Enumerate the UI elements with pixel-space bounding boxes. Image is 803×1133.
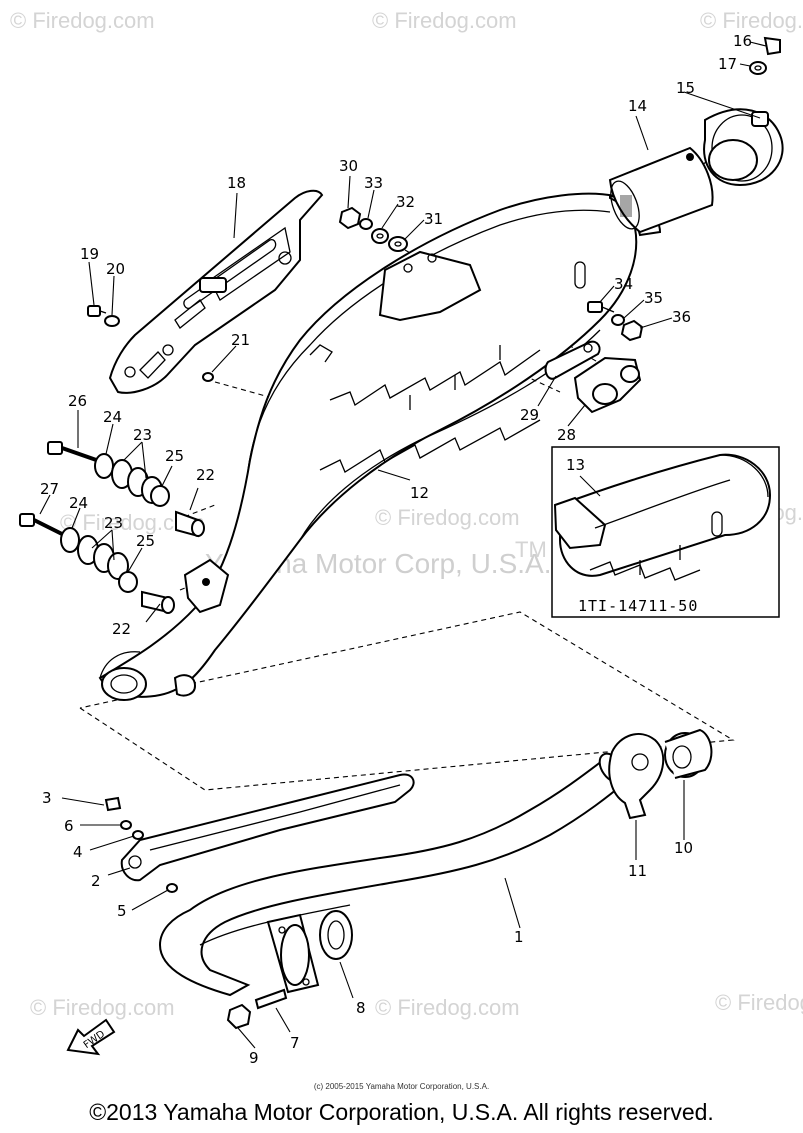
inset-part-code: 1TI-14711-50: [578, 597, 698, 615]
callout-20: 20: [106, 260, 125, 278]
leader-lines: [39, 41, 767, 1049]
watermark: © Firedog.com: [372, 8, 517, 33]
clip-4: [132, 830, 144, 840]
inset-panel: 1TI-14711-50: [551, 446, 780, 618]
callout-36: 36: [672, 308, 691, 326]
nut-30: [338, 206, 362, 230]
clip-5: [166, 883, 178, 893]
forward-direction-arrow: FWD: [66, 1018, 116, 1056]
washer-6: [120, 820, 132, 830]
callout-35: 35: [644, 289, 663, 307]
callout-9: 9: [249, 1049, 259, 1067]
collar-25-lower: [118, 571, 138, 593]
watermark: © Firedog.com: [700, 8, 803, 33]
callout-12: 12: [410, 484, 429, 502]
nut-36: [620, 319, 644, 342]
watermark: © Firedog.com: [10, 8, 155, 33]
gasket-10: [664, 728, 713, 779]
collar-22-lower: [141, 590, 175, 614]
callout-30: 30: [339, 157, 358, 175]
callout-6: 6: [64, 817, 74, 835]
damper-28: [573, 356, 642, 414]
washer-24-lower: [60, 527, 80, 553]
callout-32: 32: [396, 193, 415, 211]
callout-3: 3: [42, 789, 52, 807]
watermark-tm: TM: [515, 537, 547, 562]
callout-labels: 1 2 3 4 5 6 7 8 9 10 11 12 13 14 15 16 1…: [40, 32, 752, 1067]
stud-bolt-7: [254, 988, 288, 1010]
exhaust-flange: [266, 913, 320, 994]
watermark: © Firedog.com: [375, 995, 520, 1020]
bolt-19: [87, 305, 107, 317]
callout-1: 1: [514, 928, 524, 946]
washer-24-upper: [94, 453, 114, 479]
bracket-29: [544, 340, 601, 380]
callout-18: 18: [227, 174, 246, 192]
callout-28: 28: [557, 426, 576, 444]
grommet-23-lower: [77, 535, 129, 580]
callout-4: 4: [73, 843, 83, 861]
callout-22-lower: 22: [112, 620, 131, 638]
washer-17: [749, 61, 767, 75]
screw-3: [104, 796, 122, 812]
callout-21: 21: [231, 331, 250, 349]
washer-31: [388, 236, 408, 252]
heat-protector: [108, 189, 324, 394]
bolt-27: [19, 513, 67, 538]
washer-32: [371, 228, 389, 244]
callout-2: 2: [91, 872, 101, 890]
spark-arrester: [608, 146, 714, 234]
watermark: © Firedog.com: [375, 505, 520, 530]
callout-25-lower: 25: [136, 532, 155, 550]
callout-15: 15: [676, 79, 695, 97]
washer-20: [104, 315, 120, 327]
muffler-body: [98, 192, 662, 701]
bolt-34: [587, 301, 615, 313]
callout-11: 11: [628, 862, 647, 880]
callout-19: 19: [80, 245, 99, 263]
collar-25-upper: [150, 485, 170, 507]
end-cap: [703, 108, 784, 187]
callout-31: 31: [424, 210, 443, 228]
callout-24-lower: 24: [69, 494, 88, 512]
callout-23-lower: 23: [104, 514, 123, 532]
small-copyright-notice: (c) 2005-2015 Yamaha Motor Corporation, …: [313, 1082, 490, 1091]
callout-24-upper: 24: [103, 408, 122, 426]
callout-33: 33: [364, 174, 383, 192]
callout-26: 26: [68, 392, 87, 410]
pipe-heat-guard: [120, 773, 415, 882]
callout-17: 17: [718, 55, 737, 73]
washer-33: [359, 218, 373, 230]
bolt-26: [47, 441, 103, 464]
callout-7: 7: [290, 1034, 300, 1052]
callout-29: 29: [520, 406, 539, 424]
nut-9: [226, 1003, 252, 1030]
callout-5: 5: [117, 902, 127, 920]
callout-8: 8: [356, 999, 366, 1017]
callout-23-upper: 23: [133, 426, 152, 444]
callout-16: 16: [733, 32, 752, 50]
callout-14: 14: [628, 97, 647, 115]
copyright-footer: ©2013 Yamaha Motor Corporation, U.S.A. A…: [89, 1099, 714, 1125]
gasket-8: [319, 910, 353, 960]
washer-35: [611, 314, 625, 326]
callout-22-upper: 22: [196, 466, 215, 484]
callout-13: 13: [566, 456, 585, 474]
washer-21: [202, 372, 214, 382]
callout-27: 27: [40, 480, 59, 498]
callout-25-upper: 25: [165, 447, 184, 465]
screw-16: [763, 36, 781, 56]
watermark: © Firedog.com: [715, 990, 803, 1015]
callout-34: 34: [614, 275, 633, 293]
watermark: © Firedog.com: [30, 995, 175, 1020]
clamp-11: [608, 733, 665, 820]
collar-22-upper: [175, 510, 205, 538]
callout-10: 10: [674, 839, 693, 857]
